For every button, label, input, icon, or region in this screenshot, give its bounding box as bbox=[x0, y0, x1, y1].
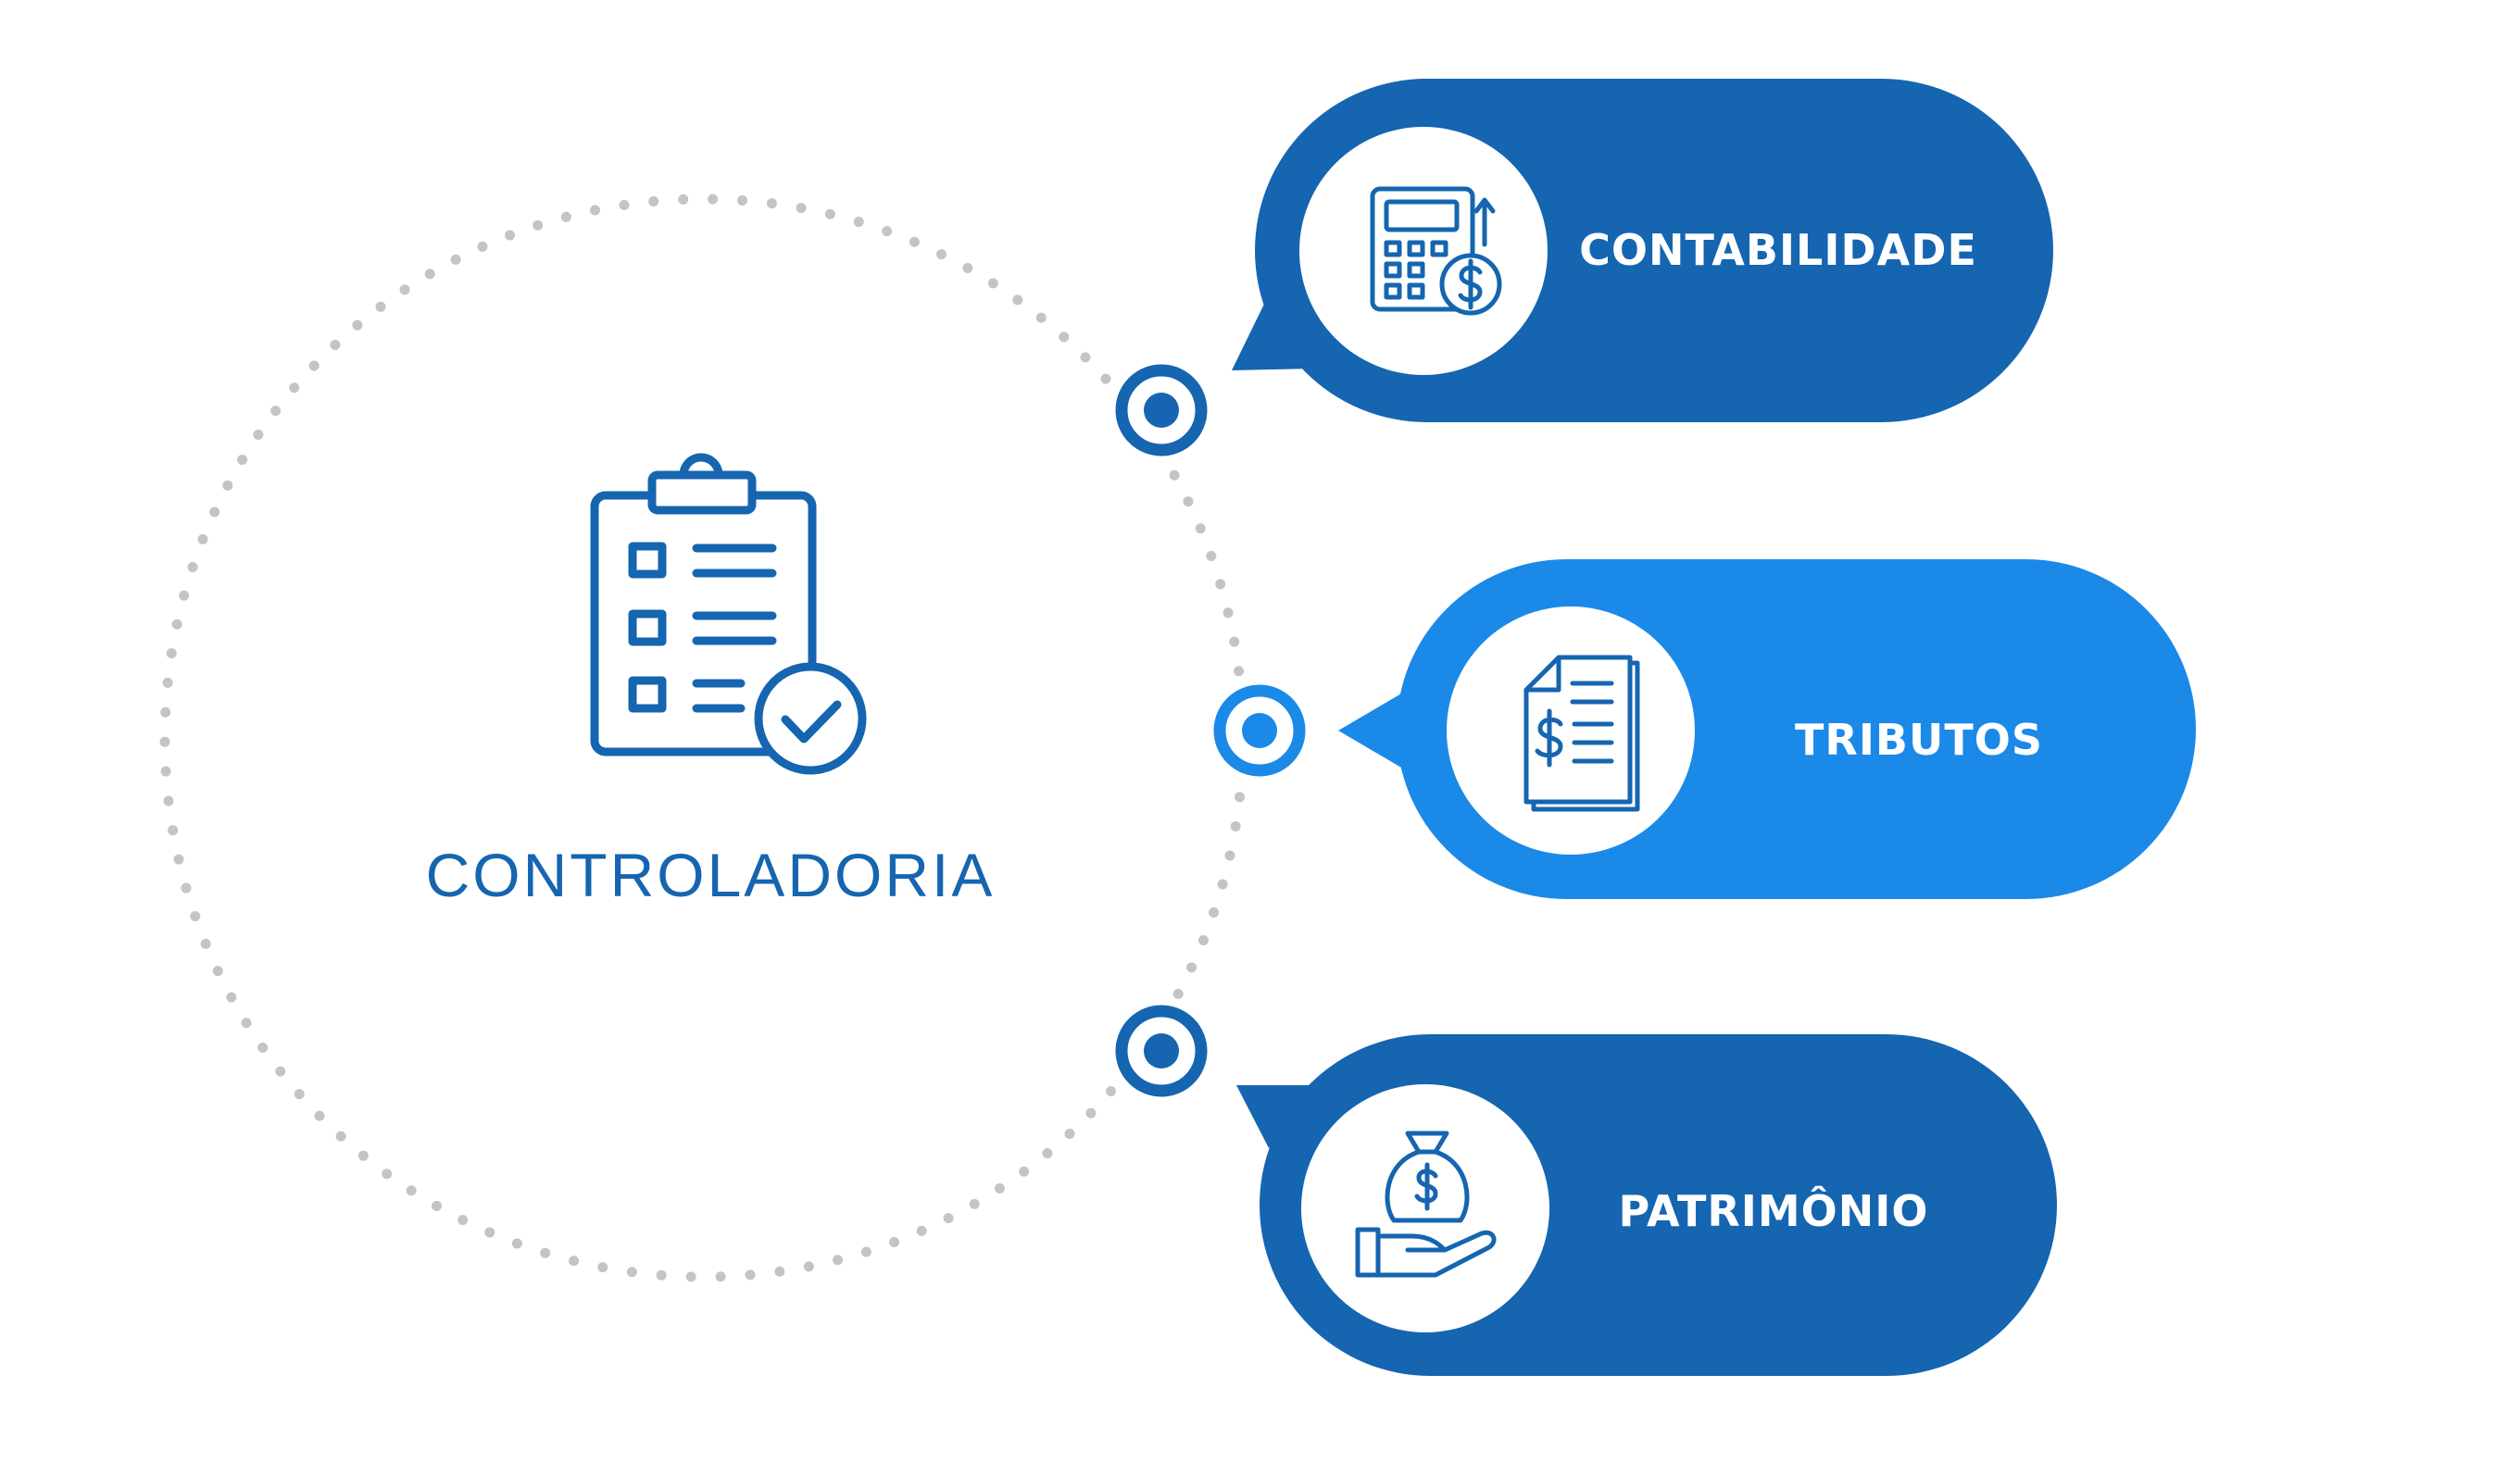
icon-circle bbox=[1447, 606, 1695, 855]
clipboard-check-icon bbox=[590, 453, 867, 775]
pill-patrimonio: PATRIMÔNIO bbox=[1236, 1034, 2057, 1376]
ring-node-patrimonio bbox=[1115, 1005, 1208, 1097]
tax-document-dollar-icon bbox=[1523, 655, 1640, 812]
pill-contabilidade: CONTABILIDADE bbox=[1232, 79, 2053, 422]
pill-tributos: TRIBUTOS bbox=[1338, 559, 2196, 899]
ring-node-contabilidade bbox=[1115, 364, 1208, 456]
ring-node-tributos bbox=[1213, 684, 1306, 777]
calculator-dollar-icon bbox=[1370, 186, 1502, 316]
center-label: CONTROLADORIA bbox=[426, 841, 996, 909]
dotted-ring bbox=[159, 194, 1248, 1282]
hand-money-bag-icon bbox=[1355, 1131, 1497, 1278]
speech-tail bbox=[1338, 690, 1408, 771]
pill-label-contabilidade: CONTABILIDADE bbox=[1579, 225, 1977, 275]
pill-label-patrimonio: PATRIMÔNIO bbox=[1618, 1186, 1928, 1236]
pill-label-tributos: TRIBUTOS bbox=[1795, 715, 2043, 765]
